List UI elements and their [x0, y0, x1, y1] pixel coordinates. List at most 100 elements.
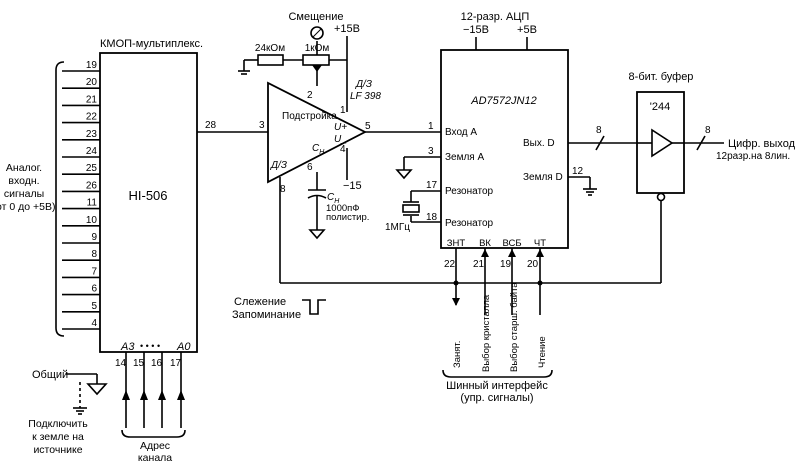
adc-pin-in: 1: [428, 121, 434, 132]
track-label: Слежение: [234, 296, 286, 308]
sh-triangle: [267, 81, 367, 184]
sh-pin-vminus: 4: [340, 144, 346, 155]
digital-out-2: 12разр.на 8лин.: [716, 151, 790, 162]
bus-label-2: (упр. сигналы): [460, 392, 533, 404]
adc-bot-pin-22: 22: [444, 259, 456, 270]
offset-label: Смещение: [288, 11, 343, 23]
address-label-1: Адрес: [140, 440, 170, 452]
ground-note-1: Подключить: [28, 418, 88, 430]
adc-supply-pos: +5В: [517, 24, 537, 36]
mux-input-pin-label: 8: [91, 249, 97, 260]
adc-res2: Резонатор: [445, 218, 494, 229]
crystal-label: 1МГц: [385, 222, 410, 233]
address-pin-label: 17: [170, 358, 182, 369]
adc-bot-vsb: ВСБ: [502, 238, 521, 249]
mux-input-pin-label: 20: [86, 77, 98, 88]
adc-pin-res1: 17: [426, 180, 438, 191]
adc-pin-gnd-a: 3: [428, 146, 434, 157]
sh-name-2: LF 398: [350, 91, 381, 102]
crystal-body: [402, 204, 420, 213]
r1-label: 24кОм: [255, 43, 285, 54]
sh-trim-label: Подстройка: [282, 111, 337, 122]
sh-pin-ds: 8: [280, 184, 286, 195]
common-ground: Общий Подключить к земле на источнике: [28, 369, 108, 456]
address-arrow: [177, 390, 185, 400]
sh-pin-adj: 2: [307, 90, 313, 101]
bus-in-width: 8: [596, 125, 602, 136]
adc-bot-pin-20: 20: [527, 259, 539, 270]
adc-gnd-a: Земля А: [445, 152, 485, 163]
sample-hold: Подстройка СН U+ U_ Д/З Д/З LF 398 3 2 1…: [259, 79, 540, 284]
track-hold-waveform: [302, 299, 326, 315]
analog-label-1: Аналог.: [6, 162, 42, 174]
sh-supply-neg: −15: [343, 180, 362, 192]
adc-title: 12-разр. АЦП: [461, 11, 530, 23]
sh-pin-in: 3: [259, 120, 265, 131]
buffer: 8-бит. буфер '244 8 Цифр. выход 12разр.н…: [629, 71, 796, 194]
bus-sig-high-byte: Выбор старш. байта: [509, 282, 520, 372]
cap-ch: СН: [327, 192, 340, 205]
hold-label: Запоминание: [232, 309, 301, 321]
mux-addr-a3: A3: [120, 341, 135, 353]
mux-header: КМОП-мультиплекс.: [100, 38, 203, 50]
analog-input-label: Аналог. входн. сигналы (от 0 до +5В): [0, 162, 55, 213]
adc: 12-разр. АЦП −15В +5В AD7572JN12 Вход А …: [385, 11, 666, 284]
address-pin-label: 14: [115, 358, 127, 369]
adc-pin-gnd-d: 12: [572, 166, 584, 177]
resistor-1k: [302, 54, 330, 66]
multiplexer: КМОП-мультиплекс. HI-506 28 A3 • • • • A…: [99, 38, 268, 353]
analog-label-2: входн.: [8, 175, 39, 187]
bus-bracket: [442, 369, 553, 378]
mux-input-pin-label: 10: [86, 215, 98, 226]
mux-input-pin-label: 4: [91, 318, 97, 329]
bus-sig-chip-select: Выбор кристалла: [481, 294, 492, 372]
analog-bracket: [55, 61, 65, 337]
analog-label-3: сигналы: [4, 188, 44, 200]
buffer-name: '244: [650, 101, 670, 113]
mux-input-pin-label: 26: [86, 180, 98, 191]
ground-note-3: источнике: [33, 444, 82, 456]
address-bracket: [121, 429, 186, 438]
adc-bot-vk: ВК: [479, 238, 491, 249]
mux-out-pin: 28: [205, 120, 217, 131]
buffer-title: 8-бит. буфер: [629, 71, 694, 83]
bus-sig-busy: Занят.: [452, 341, 463, 368]
sh-name-1: Д/З: [355, 79, 372, 90]
address-pin-label: 15: [133, 358, 145, 369]
adc-body: [440, 49, 569, 249]
adc-name: AD7572JN12: [470, 95, 536, 107]
mux-input-pin-label: 11: [87, 198, 98, 209]
address-arrow: [122, 390, 130, 400]
mux-input-pin-label: 24: [86, 146, 98, 157]
sh-uplus: U+: [334, 122, 347, 133]
mux-input-pin-label: 7: [91, 266, 97, 277]
address-label-2: канала: [138, 452, 172, 464]
sh-cap-label: СН: [312, 143, 325, 156]
mux-input-pin-label: 25: [86, 163, 98, 174]
adc-bot-pin-19: 19: [500, 259, 512, 270]
adc-bot-znt: ЗНТ: [447, 238, 466, 249]
analog-label-4: (от 0 до +5В): [0, 201, 55, 213]
adc-gnd-d: Земля D: [523, 172, 563, 183]
mux-input-pin-label: 5: [91, 301, 97, 312]
mux-input-pin-label: 6: [91, 284, 97, 295]
cap-value-2: полистир.: [326, 212, 369, 223]
adc-res1: Резонатор: [445, 186, 494, 197]
ground-note-2: к земле на: [32, 431, 84, 443]
sh-uminus: U_: [334, 134, 347, 145]
supply-pos-15: +15В: [334, 23, 360, 35]
adc-supply-neg: −15В: [463, 24, 489, 36]
adc-bot-cht: ЧТ: [534, 238, 546, 249]
mux-addr-a0: A0: [176, 341, 191, 353]
adc-bot-pin-21: 21: [473, 259, 485, 270]
offset-trimmer: [310, 26, 324, 40]
sh-pin-cap: 6: [307, 162, 313, 173]
mux-addr-dots: • • • •: [140, 341, 160, 351]
bus-out-width: 8: [705, 125, 711, 136]
adc-in-a: Вход А: [445, 127, 477, 138]
resistor-24k: [257, 54, 284, 66]
digital-out-1: Цифр. выход: [728, 138, 796, 150]
mux-input-pin-label: 21: [86, 94, 98, 105]
